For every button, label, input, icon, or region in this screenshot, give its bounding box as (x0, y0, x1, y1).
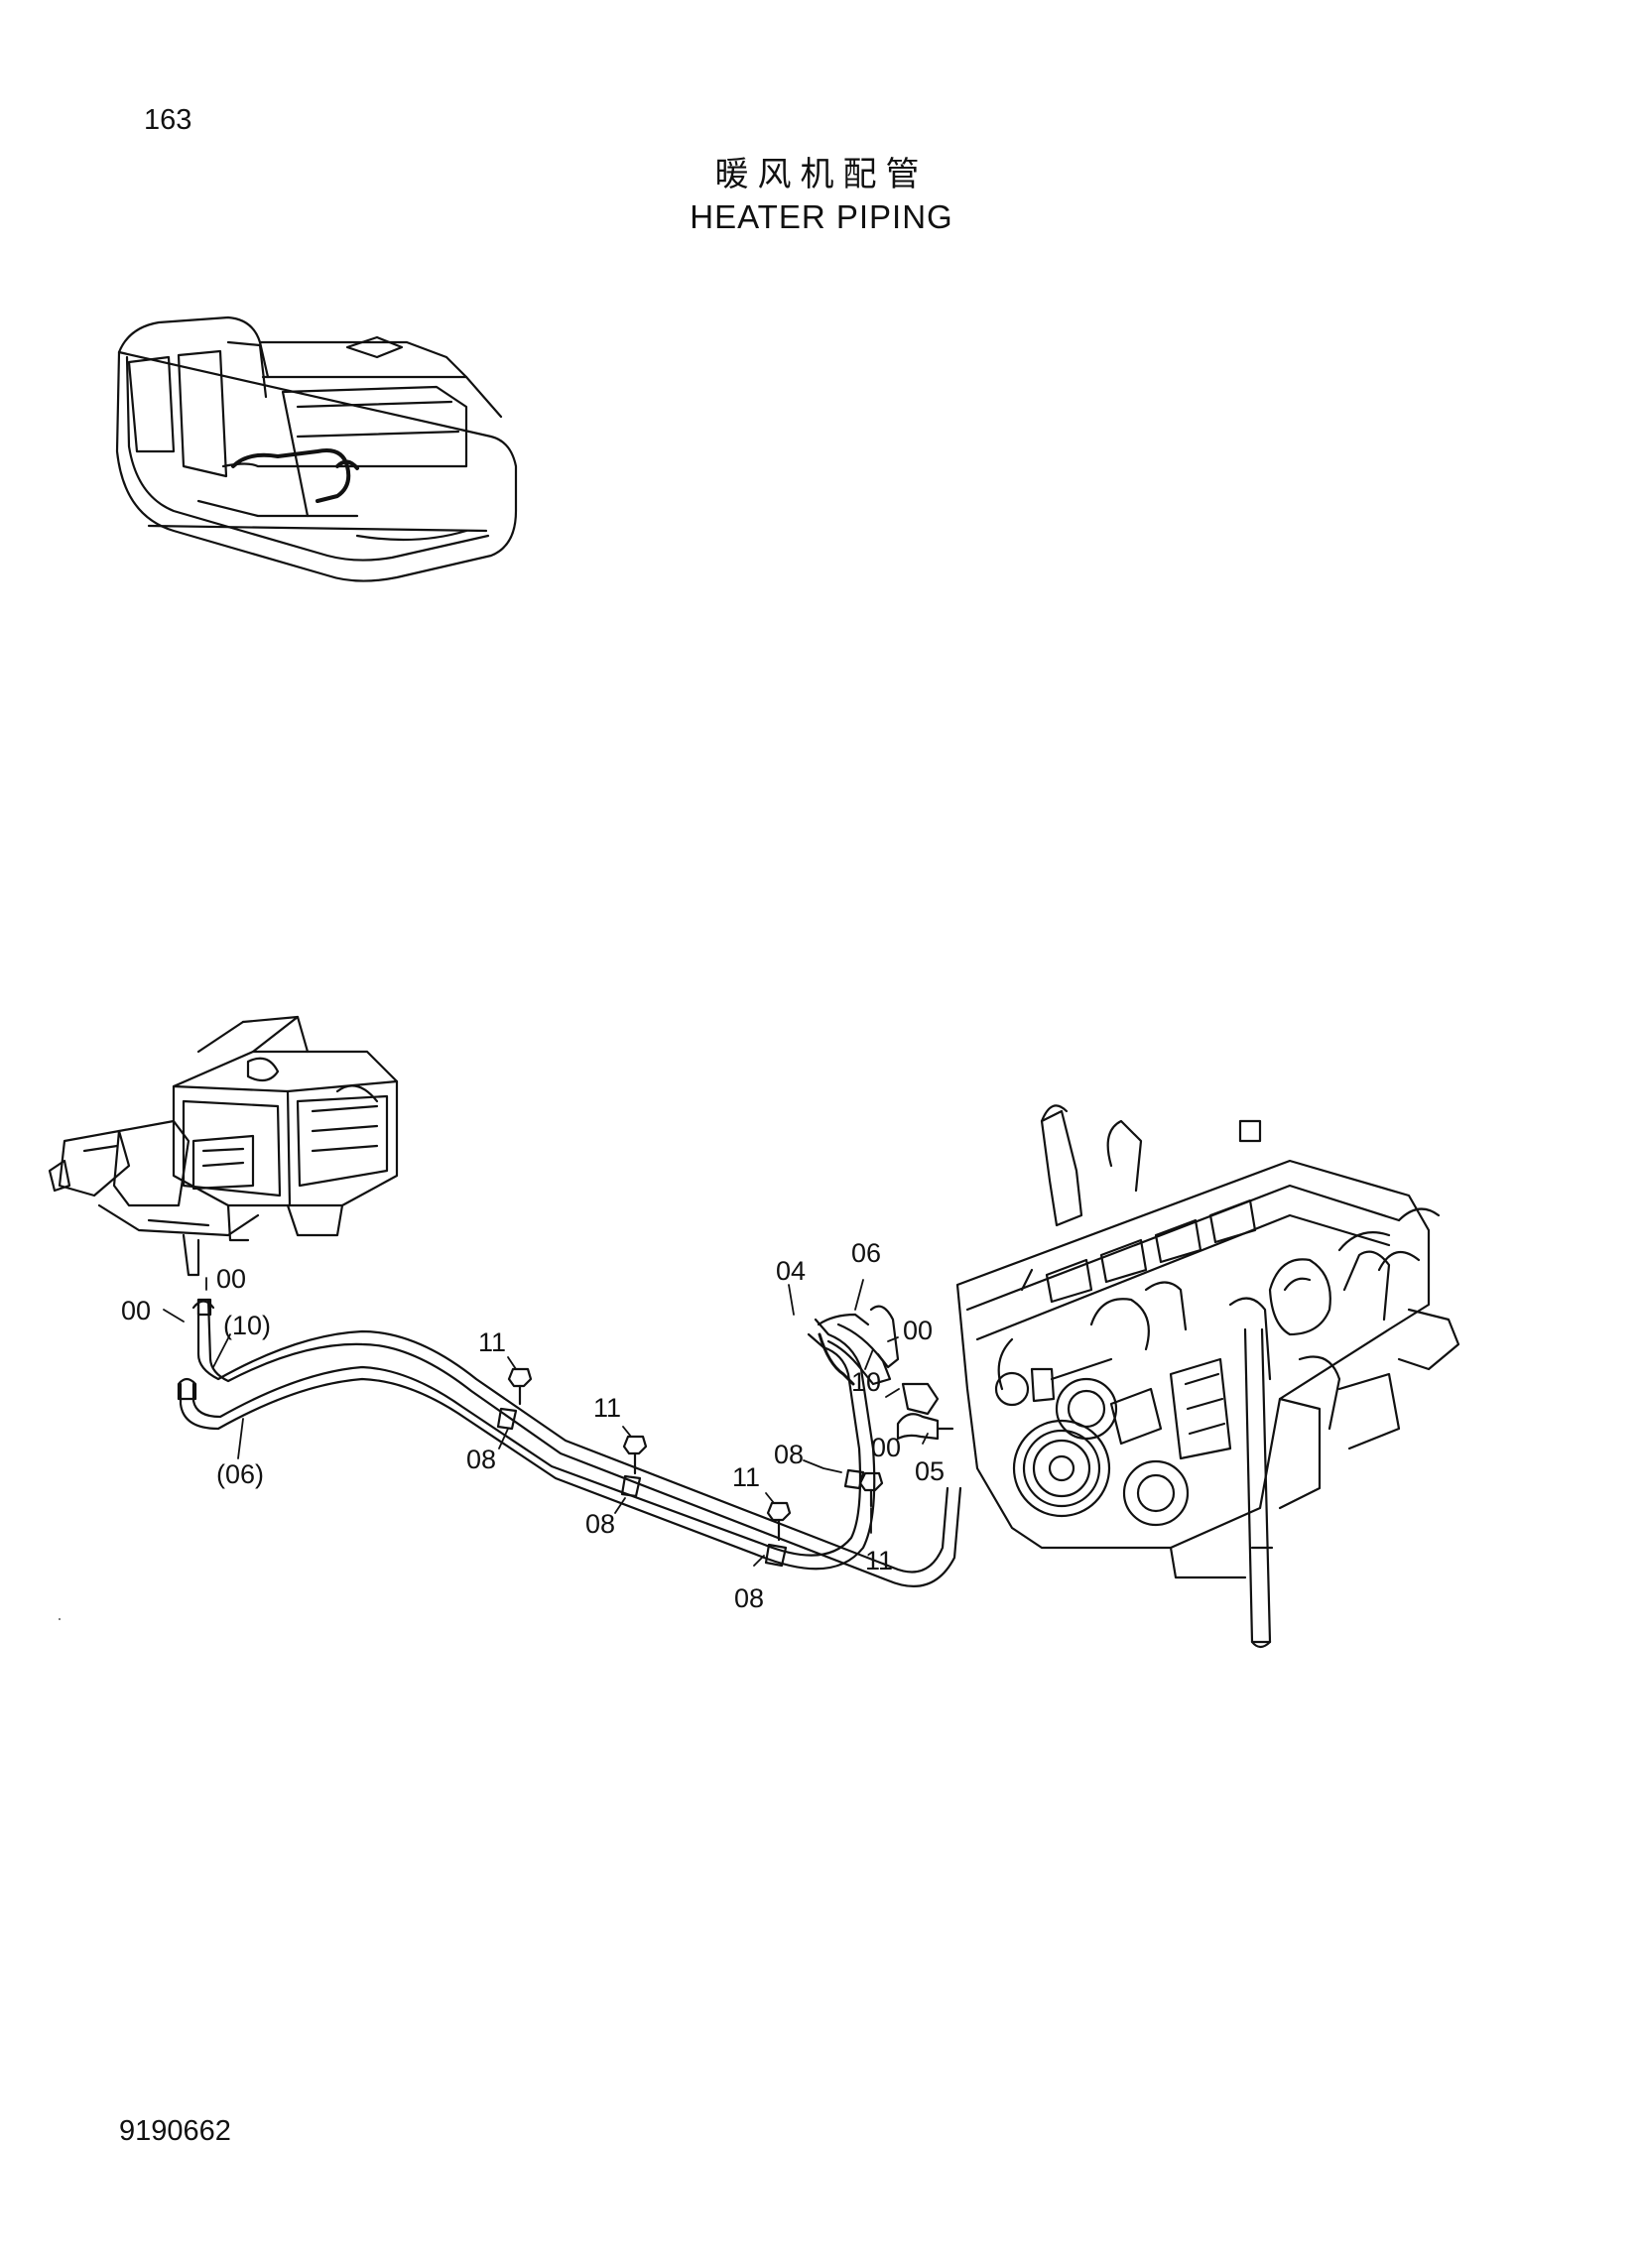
machine-overview-illustration (115, 315, 518, 582)
callout-06-ref: (06) (216, 1459, 264, 1489)
callout-00-right-lower: 00 (871, 1433, 901, 1462)
callout-05: 05 (915, 1456, 945, 1486)
part-callouts: 00 00 (10) (06) 11 08 11 08 11 08 08 04 … (121, 1238, 945, 1613)
heater-fittings (177, 1298, 215, 1401)
heater-hose-lines (179, 1298, 962, 1588)
callout-08-third: 08 (734, 1583, 764, 1613)
callout-10-ref: (10) (223, 1311, 271, 1340)
callout-08-second: 08 (585, 1509, 615, 1539)
callout-11-third: 11 (732, 1462, 760, 1492)
bolt-icons (507, 1367, 884, 1542)
callout-00-upper: 00 (216, 1264, 246, 1294)
page-title: HEATER PIPING (690, 198, 953, 235)
hose-clamp-brackets (496, 1407, 865, 1568)
callout-08-first: 08 (466, 1445, 496, 1474)
callout-08-fourth: 08 (774, 1440, 804, 1469)
speck-mark (59, 1618, 61, 1620)
callout-11-fourth: 11 (865, 1546, 893, 1575)
page-number: 163 (144, 104, 192, 136)
callout-11-first: 11 (478, 1327, 506, 1357)
callout-00-left: 00 (121, 1296, 151, 1325)
document-number: 9190662 (119, 2115, 231, 2147)
page-title-chinese: 暖风机配管 (714, 155, 929, 194)
callout-04: 04 (776, 1256, 806, 1286)
engine-illustration (955, 1104, 1460, 1649)
callout-06: 06 (851, 1238, 881, 1268)
callout-00-right-upper: 00 (903, 1316, 933, 1345)
callout-10: 10 (851, 1367, 881, 1397)
callout-11-second: 11 (593, 1393, 621, 1423)
heater-unit-illustration (48, 1015, 399, 1277)
leader-lines (163, 1277, 929, 1567)
